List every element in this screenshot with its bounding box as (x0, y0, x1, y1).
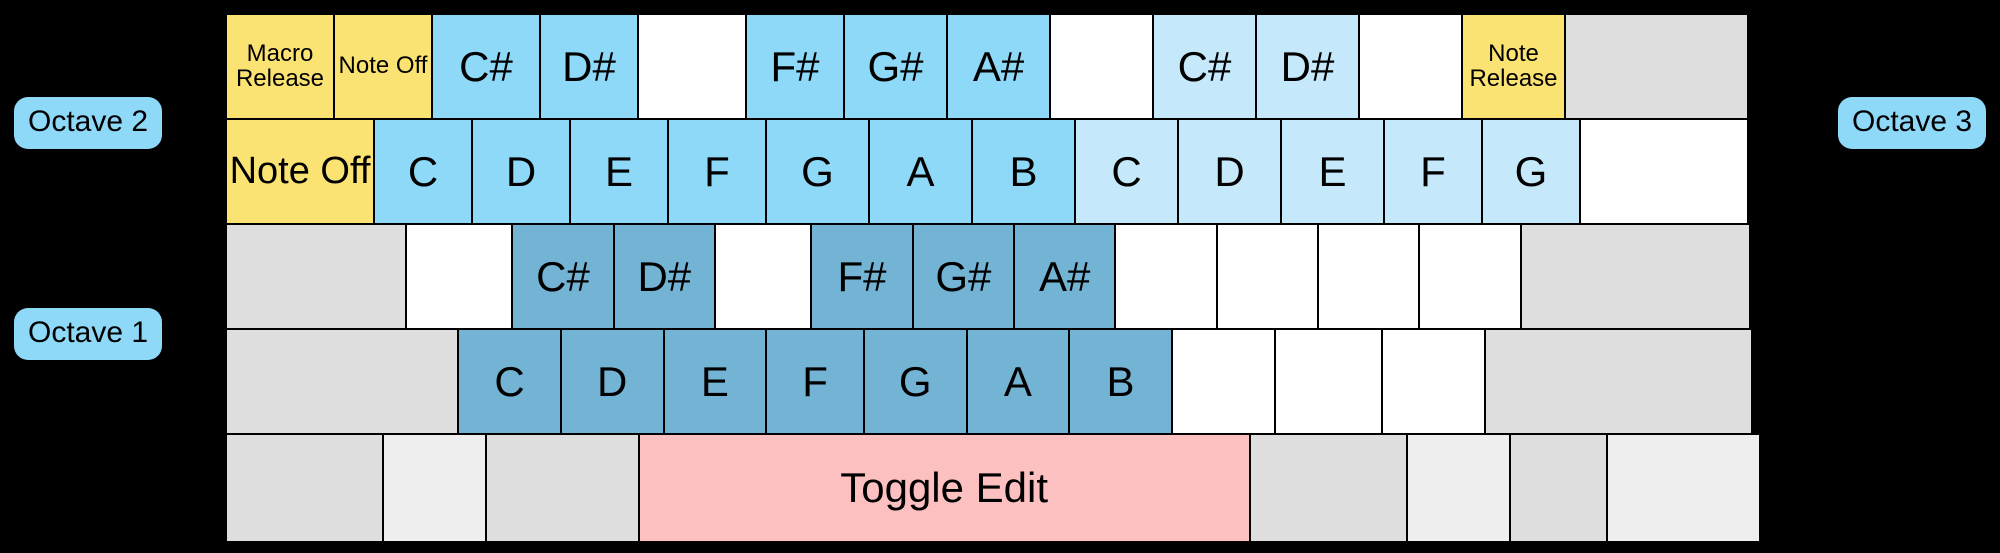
key-e[interactable]: E (662, 328, 768, 435)
key-b[interactable]: B (1068, 328, 1173, 435)
key-g[interactable]: G (1481, 118, 1581, 225)
key-blank (225, 223, 408, 330)
key-blank (1114, 223, 1218, 330)
key-b[interactable]: B (971, 118, 1076, 225)
key-blank (1508, 433, 1609, 543)
key-note-release[interactable]: Note Release (1461, 13, 1566, 120)
key-toggle-edit[interactable]: Toggle Edit (637, 433, 1251, 543)
key-e[interactable]: E (569, 118, 669, 225)
key-f-sharp[interactable]: F# (810, 223, 914, 330)
key-d[interactable]: D (1177, 118, 1282, 225)
key-d-sharp[interactable]: D# (1255, 13, 1360, 120)
key-c-sharp[interactable]: C# (431, 13, 541, 120)
key-f[interactable]: F (667, 118, 767, 225)
key-blank (485, 433, 640, 543)
key-blank (1606, 433, 1761, 543)
key-c-sharp[interactable]: C# (1152, 13, 1257, 120)
octave-1-label: Octave 1 (14, 308, 163, 360)
key-note-off[interactable]: Note Off (225, 118, 375, 225)
key-blank (382, 433, 488, 543)
key-f[interactable]: F (765, 328, 865, 435)
key-blank (1519, 223, 1751, 330)
key-blank (1483, 328, 1753, 435)
key-blank (1406, 433, 1511, 543)
key-blank (1170, 328, 1276, 435)
key-c-sharp[interactable]: C# (511, 223, 615, 330)
key-blank (1049, 13, 1154, 120)
key-g-sharp[interactable]: G# (911, 223, 1016, 330)
key-blank (1579, 118, 1749, 225)
key-a-sharp[interactable]: A# (946, 13, 1051, 120)
key-blank (713, 223, 813, 330)
key-g[interactable]: G (765, 118, 870, 225)
key-a[interactable]: A (868, 118, 973, 225)
key-a-sharp[interactable]: A# (1013, 223, 1117, 330)
key-d-sharp[interactable]: D# (612, 223, 716, 330)
key-row-modifier-row: Toggle Edit (225, 433, 1775, 543)
key-row-octave-1-black-keys: C#D# F#G#A# (225, 223, 1775, 330)
key-macro-release[interactable]: Macro Release (225, 13, 335, 120)
key-blank (637, 13, 747, 120)
key-c[interactable]: C (373, 118, 473, 225)
key-a[interactable]: A (965, 328, 1071, 435)
key-f[interactable]: F (1383, 118, 1483, 225)
key-blank (1273, 328, 1384, 435)
key-c[interactable]: C (457, 328, 562, 435)
key-d-sharp[interactable]: D# (539, 13, 639, 120)
octave-3-label: Octave 3 (1838, 97, 1987, 149)
octave-2-label: Octave 2 (14, 97, 163, 149)
key-blank (1248, 433, 1409, 543)
key-d[interactable]: D (559, 328, 665, 435)
key-blank (225, 328, 460, 435)
key-e[interactable]: E (1280, 118, 1385, 225)
key-blank (1381, 328, 1486, 435)
key-d[interactable]: D (471, 118, 571, 225)
key-blank (1564, 13, 1749, 120)
key-blank (1358, 13, 1463, 120)
key-blank (1215, 223, 1320, 330)
key-blank (225, 433, 385, 543)
key-c[interactable]: C (1074, 118, 1179, 225)
key-f-sharp[interactable]: F# (745, 13, 845, 120)
key-g[interactable]: G (862, 328, 968, 435)
key-blank (1317, 223, 1421, 330)
key-note-off[interactable]: Note Off (333, 13, 433, 120)
key-blank (1418, 223, 1522, 330)
key-blank (405, 223, 514, 330)
key-g-sharp[interactable]: G# (843, 13, 948, 120)
